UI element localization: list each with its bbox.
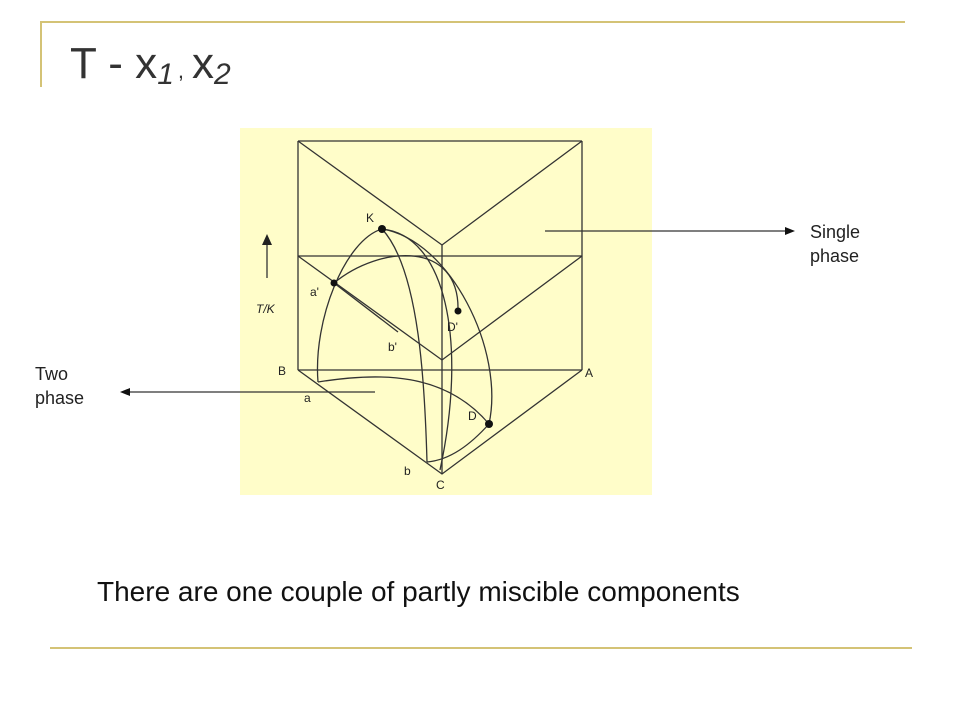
label-d: D <box>468 409 477 423</box>
base-binodal-low <box>426 423 490 463</box>
label-b-vertex: B <box>278 364 286 378</box>
two-phase-label: Two phase <box>35 362 84 410</box>
single-phase-label: Single phase <box>810 220 860 268</box>
two-phase-arrowhead <box>120 388 130 396</box>
single-phase-line-1: Single <box>810 222 861 242</box>
title-x2: x <box>192 39 214 88</box>
base-vee <box>297 369 583 475</box>
slide-caption: There are one couple of partly miscible … <box>97 576 740 607</box>
base-binodal <box>317 376 490 425</box>
slide-title: T - x1, x2 <box>70 36 231 103</box>
label-t-axis: T/K <box>256 302 276 316</box>
dome-curve-back <box>381 228 453 471</box>
title-separator: , <box>177 58 184 83</box>
label-k: K <box>366 211 374 225</box>
single-phase-line-2: phase <box>810 246 860 266</box>
title-text: T - x <box>70 39 158 88</box>
section-binodal <box>333 255 459 312</box>
tie-a-prime <box>333 282 399 333</box>
label-c-vertex: C <box>436 478 445 492</box>
point-k-dot <box>378 225 386 233</box>
two-phase-line-2: phase <box>35 388 85 408</box>
point-a-prime-dot <box>330 279 338 287</box>
label-a-vertex: A <box>585 366 593 380</box>
label-d-prime: D' <box>447 320 458 334</box>
point-d-prime-dot <box>454 307 462 315</box>
label-b-prime: b' <box>388 340 397 354</box>
label-a-prime: a' <box>310 285 319 299</box>
label-b: b <box>404 464 411 478</box>
top-rule <box>40 21 905 23</box>
two-phase-line-1: Two <box>35 364 69 384</box>
point-d-dot <box>485 420 493 428</box>
title-sub-1: 1 <box>157 58 174 91</box>
section-vee <box>297 255 583 361</box>
title-sub-2: 2 <box>214 58 231 91</box>
bottom-rule <box>50 647 912 649</box>
label-a: a <box>304 391 311 405</box>
t-axis-arrowhead <box>262 234 272 245</box>
left-rule <box>40 21 42 87</box>
single-phase-arrowhead <box>785 227 795 235</box>
dome-curve-front <box>381 228 428 463</box>
